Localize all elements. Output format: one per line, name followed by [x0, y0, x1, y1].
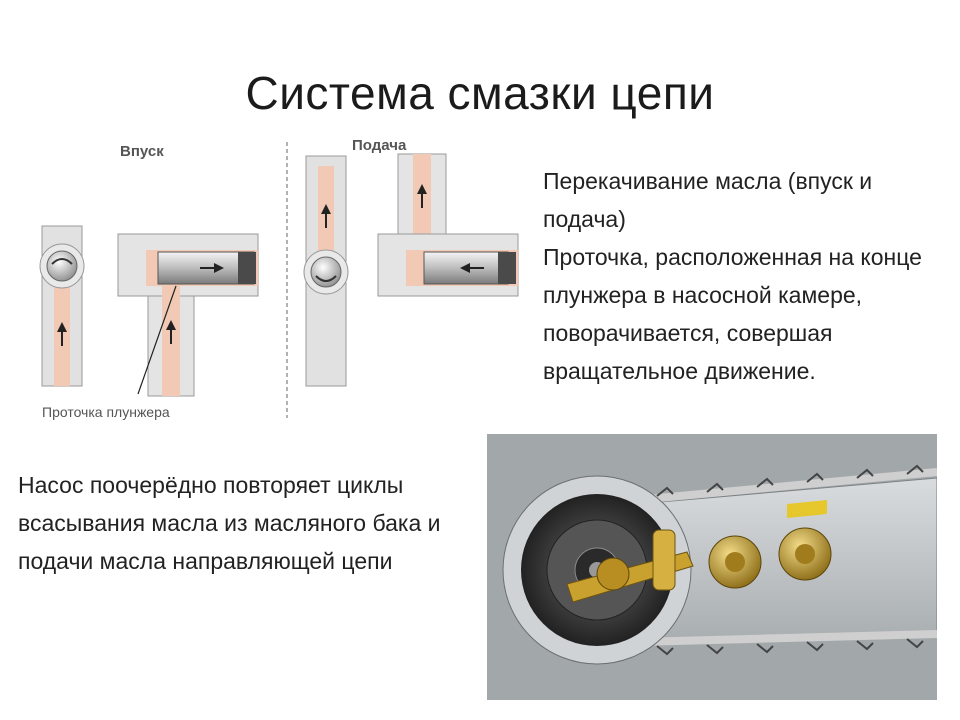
feed-pump-body	[377, 153, 519, 297]
intake-feed-heading: Перекачивание масла (впуск и подача)	[543, 168, 873, 232]
feed-valve	[303, 155, 349, 387]
intake-pump-body	[117, 233, 259, 397]
chainsaw-illustration	[487, 434, 937, 700]
right-text-block: Перекачивание масла (впуск и подача) Про…	[543, 162, 960, 390]
label-feed: Подача	[352, 137, 407, 154]
groove-description: Проточка, расположенная на конце плунжер…	[543, 244, 922, 384]
label-intake: Впуск	[120, 143, 164, 160]
label-groove: Проточка плунжера	[42, 404, 170, 420]
saw-chain	[636, 464, 937, 656]
pump-cycle-description: Насос поочерёдно повторяет циклы всасыва…	[18, 472, 441, 574]
oil-channel-highlight	[787, 500, 827, 518]
pump-diagram: Впуск Подача Проточка плунжера	[39, 137, 519, 420]
intake-valve	[39, 225, 85, 387]
slide-title: Система смазки цепи	[245, 67, 715, 119]
oil-pump-assembly	[566, 529, 694, 603]
